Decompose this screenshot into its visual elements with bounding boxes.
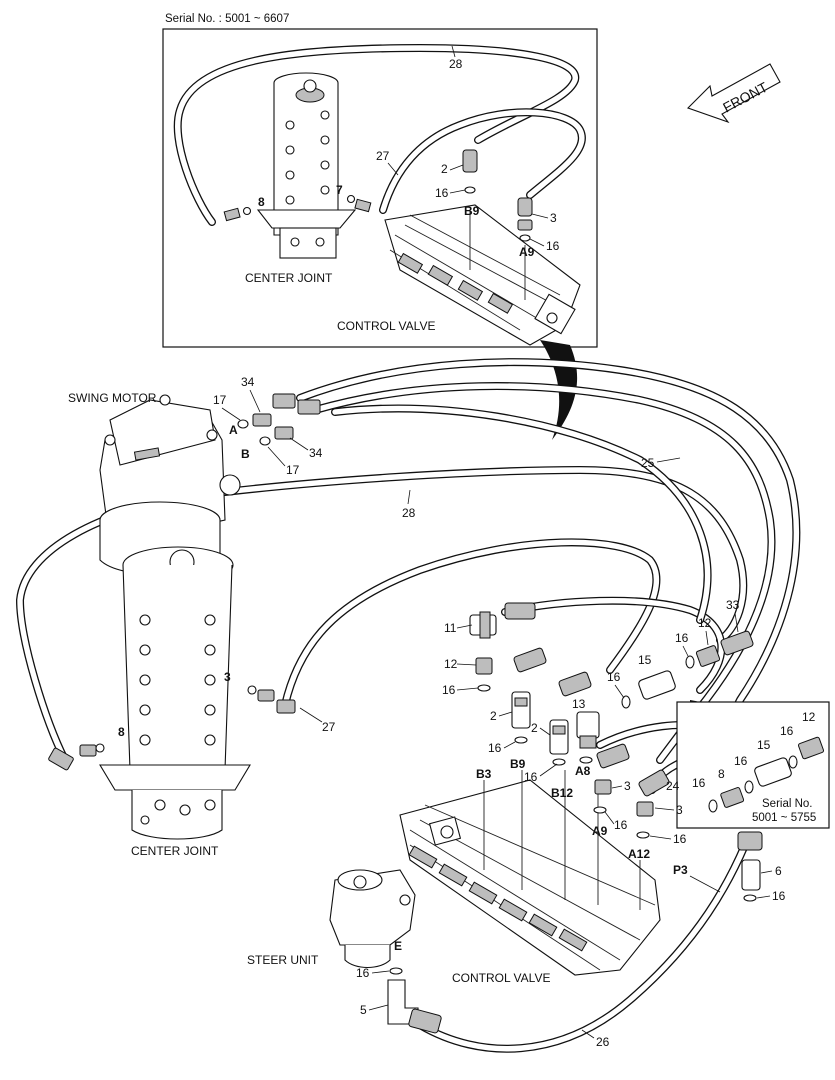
callout-34a: 34	[241, 375, 255, 389]
callout-A12: A12	[628, 847, 650, 861]
callout-34b: 34	[309, 446, 323, 460]
top-control-valve-label: CONTROL VALVE	[337, 319, 435, 333]
callout-A9: A9	[592, 824, 608, 838]
callout-A: A	[229, 423, 238, 437]
steer-unit	[329, 869, 416, 969]
right-inset-callout-16b: 16	[734, 754, 748, 768]
callout-17b: 17	[286, 463, 300, 477]
callout-3b: 3	[624, 779, 631, 793]
callout-16b: 16	[675, 631, 689, 645]
callout-B12: B12	[551, 786, 573, 800]
top-callout-B9: B9	[464, 204, 480, 218]
top-callout-28: 28	[449, 57, 463, 71]
swing-motor-label: SWING MOTOR	[68, 391, 157, 405]
right-inset-callout-15: 15	[757, 738, 771, 752]
top-callout-A9: A9	[519, 245, 535, 259]
callout-16d: 16	[488, 741, 502, 755]
callout-15: 15	[638, 653, 652, 667]
right-inset-serial-2: 5001 ~ 5755	[752, 812, 816, 824]
right-inset-callout-16a: 16	[780, 724, 794, 738]
top-control-valve	[384, 204, 581, 346]
top-callout-16b: 16	[546, 239, 560, 253]
right-inset: 12 8 16 15 16 16 Serial No. 5001 ~ 5755	[676, 701, 830, 829]
main-center-joint-label: CENTER JOINT	[131, 844, 219, 858]
callout-3a: 3	[224, 670, 231, 684]
main-labels: SWING MOTOR CENTER JOINT STEER UNIT CONT…	[68, 375, 786, 1049]
right-inset-callout-16c: 16	[692, 776, 706, 790]
callout-16g: 16	[673, 832, 687, 846]
top-callout-2: 2	[441, 162, 448, 176]
callout-11: 11	[444, 621, 457, 635]
callout-16h: 16	[772, 889, 786, 903]
callout-13: 13	[572, 697, 586, 711]
main-fittings	[48, 393, 763, 1034]
callout-B3: B3	[476, 767, 492, 781]
right-inset-serial-1: Serial No.	[762, 798, 813, 810]
front-arrow: FRONT	[686, 63, 781, 124]
callout-12b: 12	[698, 616, 712, 630]
callout-P3: P3	[673, 863, 688, 877]
callout-27: 27	[322, 720, 336, 734]
callout-24: 24	[666, 779, 680, 793]
callout-16f: 16	[614, 818, 628, 832]
top-callout-3: 3	[550, 211, 557, 225]
top-callout-27: 27	[376, 149, 390, 163]
main-center-joint	[99, 546, 251, 840]
callout-16a: 16	[442, 683, 456, 697]
callout-8: 8	[118, 725, 125, 739]
right-inset-callout-12: 12	[802, 710, 816, 724]
callout-16c: 16	[607, 670, 621, 684]
callout-12a: 12	[444, 657, 458, 671]
callout-16i: 16	[356, 966, 370, 980]
top-callout-8: 8	[258, 195, 265, 209]
top-inset-hoses	[173, 43, 586, 226]
callout-33: 33	[726, 598, 740, 612]
callout-2a: 2	[490, 709, 497, 723]
callout-A8: A8	[575, 764, 591, 778]
main-control-valve-label: CONTROL VALVE	[452, 971, 550, 985]
callout-E: E	[394, 939, 402, 953]
top-callout-7: 7	[336, 183, 343, 197]
top-inset: Serial No. : 5001 ~ 6607	[162, 13, 598, 348]
callout-B: B	[241, 447, 250, 461]
steer-unit-label: STEER UNIT	[247, 953, 319, 967]
main-control-valve	[399, 770, 661, 976]
top-center-joint	[256, 72, 357, 259]
top-callout-16a: 16	[435, 186, 449, 200]
right-inset-frame	[676, 701, 830, 829]
callout-5: 5	[360, 1003, 367, 1017]
right-inset-callout-8: 8	[718, 767, 725, 781]
top-inset-serial: Serial No. : 5001 ~ 6607	[165, 13, 289, 25]
callout-25: 25	[641, 456, 655, 470]
callout-B9: B9	[510, 757, 526, 771]
callout-2b: 2	[531, 721, 538, 735]
top-center-joint-label: CENTER JOINT	[245, 271, 333, 285]
callout-16e: 16	[524, 770, 538, 784]
callout-3c: 3	[676, 803, 683, 817]
callout-6: 6	[775, 864, 782, 878]
callout-26: 26	[596, 1035, 610, 1049]
callout-17a: 17	[213, 393, 227, 407]
top-fittings	[223, 149, 533, 242]
callout-28: 28	[402, 506, 416, 520]
